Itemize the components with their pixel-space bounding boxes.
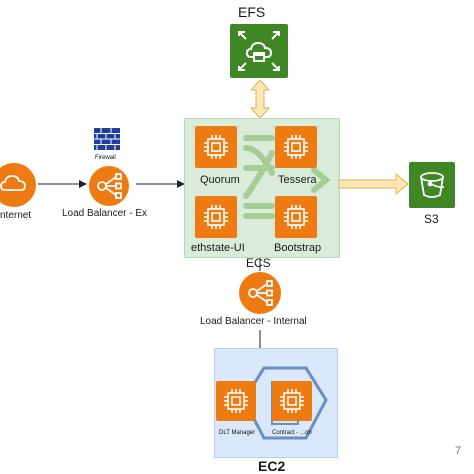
load-balancer-external-label: Load Balancer - Ex: [62, 208, 148, 219]
ecs-label: ECS: [246, 256, 271, 270]
load-balancer-external[interactable]: [89, 166, 129, 206]
firewall-node[interactable]: [94, 128, 120, 150]
load-balancer-internal[interactable]: [239, 272, 281, 314]
efs-service[interactable]: [230, 24, 288, 78]
s3-bucket-service[interactable]: [409, 162, 455, 208]
cloud-icon: [0, 175, 26, 191]
ec2-instance-icon: [284, 205, 308, 229]
ecs-s3-arrow: [338, 172, 409, 196]
efs-icon: [238, 31, 280, 71]
ec2-instance-icon: [204, 205, 228, 229]
bottom-partial-label: EC2: [258, 458, 286, 474]
bootstrap-label: Bootstrap: [274, 242, 322, 254]
contract-label: Contract - ...on: [272, 430, 312, 436]
tessera-node[interactable]: [275, 126, 317, 168]
efs-label: EFS: [238, 4, 266, 20]
s3-label: S3: [424, 212, 439, 226]
dlt-manager-label: DLT Manager: [219, 430, 256, 436]
s3-bucket-icon: [420, 172, 445, 198]
quorum-label: Quorum: [200, 174, 240, 186]
quorum-node[interactable]: [195, 126, 237, 168]
load-balancer-icon: [248, 280, 273, 306]
ec2-instance-icon: [280, 389, 304, 413]
ethstate-ui-node[interactable]: [195, 196, 237, 238]
ethstate-ui-label: ethstate-UI: [191, 242, 245, 254]
ecs-internal-connectors: [243, 135, 331, 219]
firewall-label: Firewall: [95, 155, 116, 161]
dlt-manager-node[interactable]: [216, 381, 256, 421]
contract-node[interactable]: [272, 381, 312, 421]
load-balancer-internal-label: Load Balancer - Internal: [200, 316, 307, 327]
efs-ecs-bidirectional-arrow: [249, 79, 271, 119]
internet-label: nternet: [0, 210, 32, 221]
ec2-instance-icon: [204, 135, 228, 159]
page-number: 7: [455, 445, 462, 457]
internet-node[interactable]: [0, 163, 36, 207]
ec2-instance-icon: [284, 135, 308, 159]
bootstrap-node[interactable]: [275, 196, 317, 238]
firewall-icon: [94, 128, 120, 150]
ec2-instance-icon: [224, 389, 248, 413]
tessera-label: Tessera: [278, 174, 317, 186]
load-balancer-icon: [97, 173, 122, 199]
